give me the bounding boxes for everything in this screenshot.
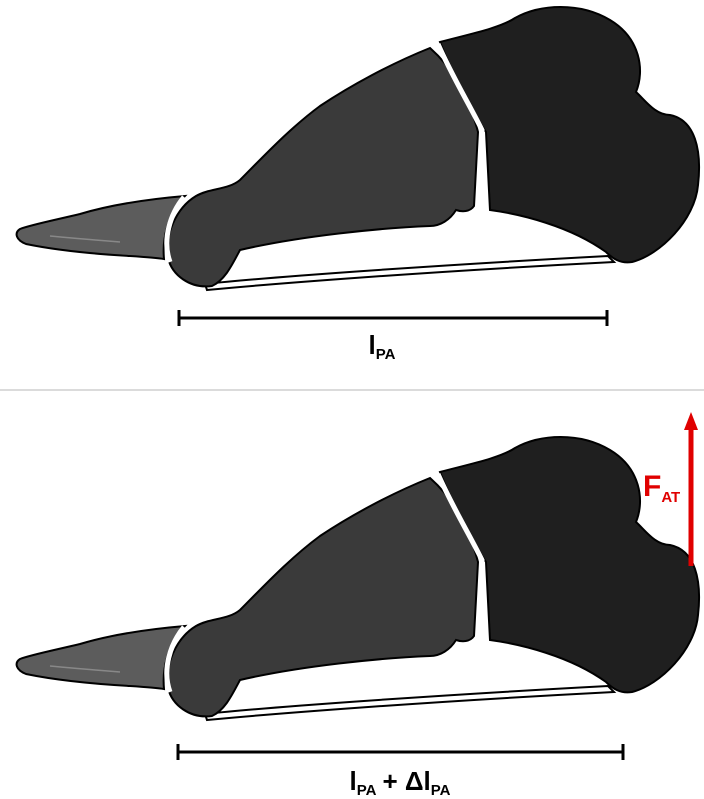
foot-bottom (17, 437, 699, 720)
length-label-top-sub: PA (376, 346, 396, 363)
length-label-bottom: lPA+ ΔlPA (349, 766, 450, 799)
length-label-bottom-main1: l (349, 766, 356, 796)
force-label-main: F (643, 470, 661, 503)
length-label-bottom-sub1: PA (357, 782, 377, 799)
foot-top (17, 7, 699, 290)
length-label-bottom-sub2: PA (431, 782, 451, 799)
length-label-top: lPA (369, 330, 396, 363)
length-bar-bottom (178, 744, 623, 760)
length-bar-top (179, 310, 607, 326)
length-label-bottom-operator: + Δl (382, 766, 430, 796)
force-arrow (684, 412, 698, 566)
force-label: FAT (643, 470, 680, 506)
force-label-sub: AT (661, 489, 680, 506)
length-label-top-main: l (369, 330, 376, 360)
